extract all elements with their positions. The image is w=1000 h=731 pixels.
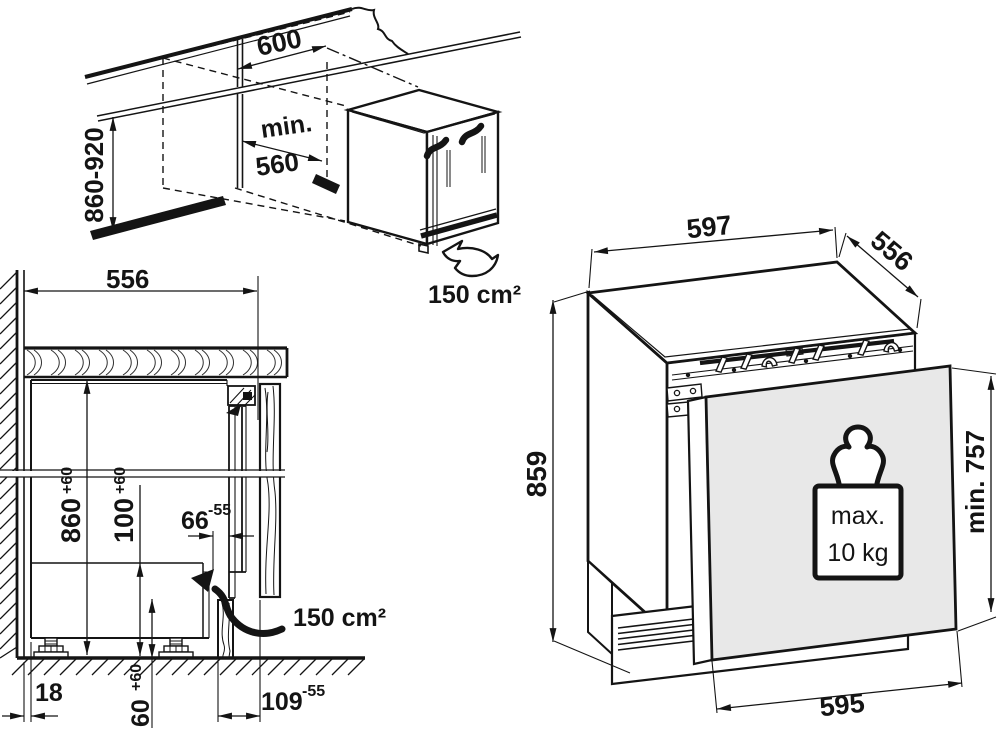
dim-plinth-recess-value: 109 <box>261 688 303 716</box>
ventilation-area-label: 150 cm² <box>428 281 521 309</box>
dimension-front-panel-width: 595 <box>711 630 963 723</box>
dim-niche-depth-label: 560 <box>254 146 301 182</box>
dim-front-panel-width-label: 595 <box>818 688 866 723</box>
dimension-niche-depth: min. 560 <box>241 109 323 182</box>
weight-max-label: max. <box>831 502 885 530</box>
weight-icon: max. 10 kg <box>812 424 904 581</box>
break-lines <box>0 469 285 478</box>
dim-appliance-depth-label: 556 <box>865 225 919 277</box>
appliance-isometric-view: max. 10 kg 597 556 859 min. 757 595 <box>521 210 997 723</box>
dimension-wall-gap: 18 <box>2 642 63 722</box>
appliance-door-section <box>228 405 247 599</box>
dim-niche-width-label: 600 <box>254 23 304 62</box>
wall <box>0 270 25 659</box>
dim-niche-depth-prefix: min. <box>259 109 314 144</box>
adjustable-foot-right <box>158 637 194 659</box>
dim-wall-gap-label: 18 <box>35 679 63 707</box>
dimension-counter-depth: 556 <box>24 264 259 420</box>
dim-top-gap-value: 66 <box>181 507 209 535</box>
vent-grille-icon <box>617 617 703 651</box>
dim-plinth-height-value: 100 <box>109 498 139 543</box>
dim-appliance-width-label: 597 <box>685 210 733 245</box>
countertop-section <box>24 346 289 379</box>
dim-counter-depth-label: 556 <box>106 264 149 294</box>
dimension-niche-height: 860-920 <box>79 117 117 231</box>
dimension-foot-height: 60 +60 <box>127 599 156 728</box>
dimension-plinth-height: 100 +60 <box>109 467 144 656</box>
dim-top-gap-tol: -55 <box>208 502 231 519</box>
cross-section-view: 150 cm² 556 860 +60 100 +60 66 -55 <box>0 264 386 728</box>
dim-niche-height-label: 860-920 <box>79 127 109 222</box>
niche-side-post <box>236 38 244 188</box>
dim-plinth-recess-tol: -55 <box>302 683 325 700</box>
dim-appliance-height-label: 859 <box>521 451 552 498</box>
dim-plinth-height-tol: +60 <box>112 467 129 494</box>
niche-isometric-view: 600 min. 560 860-920 150 cm² <box>79 6 522 309</box>
dim-niche-height-value: 860 <box>56 498 86 543</box>
dimension-top-gap: 66 -55 <box>181 502 254 570</box>
floor-marks <box>90 174 340 240</box>
dimension-appliance-height: 859 <box>521 290 631 674</box>
mounting-bracket <box>226 385 256 416</box>
appliance-small <box>343 88 503 254</box>
dimension-niche-height-section: 860 +60 <box>56 380 91 655</box>
dim-niche-height-tol: +60 <box>59 467 76 494</box>
countertop <box>84 6 522 122</box>
door-mounting-hardware <box>666 338 914 418</box>
dim-foot-height-value: 60 <box>127 699 155 727</box>
airflow-arrowhead-icon <box>191 569 214 592</box>
dimension-front-panel-height: min. 757 <box>951 367 997 632</box>
weight-value-label: 10 kg <box>827 539 888 567</box>
floor <box>11 656 365 676</box>
ventilation-area-label-section: 150 cm² <box>293 604 386 632</box>
ventilation-note-niche: 150 cm² <box>428 239 521 309</box>
dimension-niche-width: 600 <box>237 23 327 70</box>
furniture-panel-section <box>258 382 282 599</box>
airflow-arrow-section: 150 cm² <box>191 569 386 637</box>
adjustable-foot-left <box>33 637 69 659</box>
dimension-appliance-width: 597 <box>588 210 838 289</box>
dim-front-panel-height-label: min. 757 <box>960 430 990 534</box>
airflow-arrow-icon <box>441 239 500 278</box>
dimension-plinth-recess: 109 -55 <box>217 600 325 722</box>
dim-foot-height-tol: +60 <box>128 664 145 691</box>
